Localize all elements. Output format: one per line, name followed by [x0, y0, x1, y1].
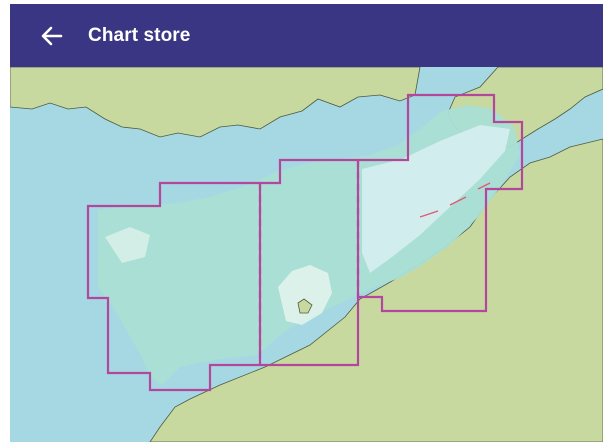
chart-shoal-west	[105, 227, 150, 263]
map-view[interactable]	[10, 67, 603, 442]
back-button[interactable]	[30, 14, 74, 58]
chart-shoal-central	[278, 265, 332, 325]
arrow-left-icon	[41, 26, 63, 45]
chart-region-east[interactable]	[358, 93, 524, 313]
land-north	[10, 67, 421, 138]
chart-shoal-east	[362, 125, 510, 273]
shipping-lane-marks	[419, 182, 491, 218]
land-southeast	[149, 138, 603, 442]
app-bar: Chart store	[10, 4, 603, 67]
page-title: Chart store	[88, 24, 191, 46]
chart-region-west[interactable]	[86, 181, 262, 392]
map-canvas[interactable]	[10, 67, 603, 442]
island	[297, 298, 313, 314]
